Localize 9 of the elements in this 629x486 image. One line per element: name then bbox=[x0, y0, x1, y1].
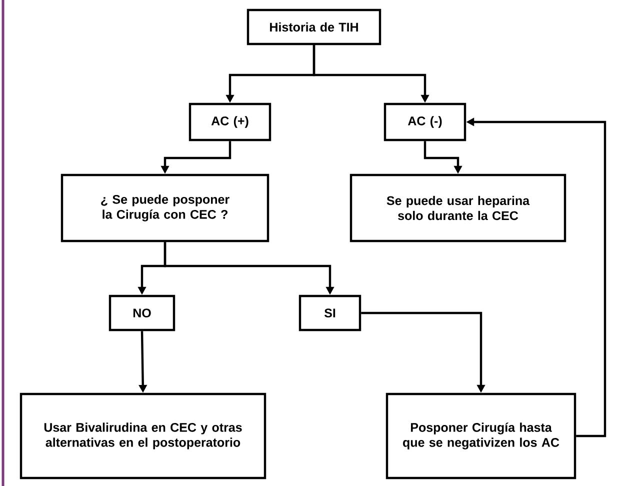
process-box: ¿ Se puede posponer la Cirugía con CEC ? bbox=[60, 174, 270, 242]
process-box: Posponer Cirugía hasta que se negativizen los AC bbox=[386, 392, 576, 480]
process-box: SI bbox=[298, 294, 362, 332]
process-box: NO bbox=[108, 294, 176, 332]
process-box: Historia de TIH bbox=[246, 8, 382, 46]
process-box: AC (+) bbox=[188, 102, 272, 142]
process-box: AC (-) bbox=[384, 102, 466, 142]
process-box: Se puede usar heparina solo durante la CEC bbox=[350, 174, 566, 242]
process-box: Usar Bivalirudina en CEC y otras alternativas en el postoperatorio bbox=[20, 392, 266, 480]
